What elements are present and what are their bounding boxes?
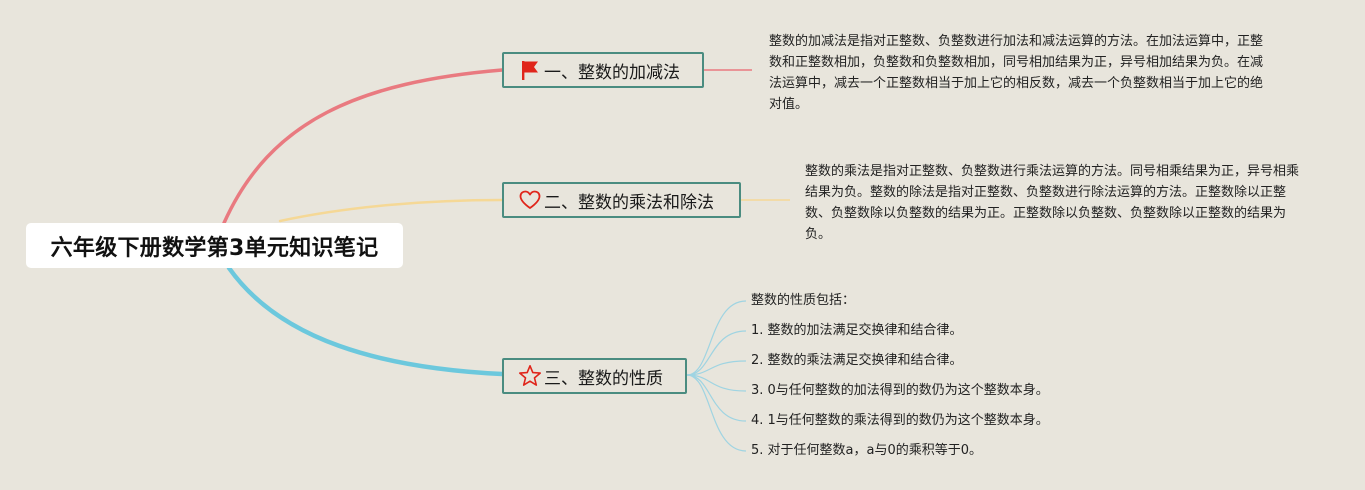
branch-addition-subtraction[interactable]: 一、整数的加减法 — [502, 52, 704, 88]
property-connectors — [686, 300, 747, 452]
property-item: 4. 1与任何整数的乘法得到的数仍为这个整数本身。 — [751, 413, 1049, 428]
property-connector — [686, 330, 747, 376]
branch-connector-3 — [226, 265, 505, 377]
branch-label: 二、整数的乘法和除法 — [544, 192, 714, 213]
branch-connector-2 — [278, 198, 504, 223]
branch-integer-properties[interactable]: 三、整数的性质 — [502, 358, 687, 394]
property-connector — [686, 300, 747, 376]
property-connector — [686, 374, 747, 452]
property-item: 2. 整数的乘法满足交换律和结合律。 — [751, 353, 963, 368]
branch-label: 一、整数的加减法 — [544, 62, 680, 83]
flag-icon — [518, 58, 542, 82]
property-item: 5. 对于任何整数a，a与0的乘积等于0。 — [751, 443, 983, 458]
branch-connector-1 — [222, 68, 504, 225]
property-connector — [686, 374, 747, 422]
star-icon — [518, 364, 542, 388]
property-connector — [686, 360, 747, 376]
heart-icon — [518, 188, 542, 212]
note-addition-subtraction: 整数的加减法是指对正整数、负整数进行加法和减法运算的方法。在加法运算中，正整数和… — [769, 34, 1264, 112]
property-item: 1. 整数的加法满足交换律和结合律。 — [751, 323, 963, 338]
branch-label: 三、整数的性质 — [544, 368, 663, 389]
property-item: 整数的性质包括： — [751, 293, 856, 308]
property-connector — [686, 374, 747, 392]
branch-multiplication-division[interactable]: 二、整数的乘法和除法 — [502, 182, 741, 218]
property-item: 3. 0与任何整数的加法得到的数仍为这个整数本身。 — [751, 383, 1049, 398]
root-topic[interactable]: 六年级下册数学第3单元知识笔记 — [26, 223, 403, 268]
note-multiplication-division: 整数的乘法是指对正整数、负整数进行乘法运算的方法。同号相乘结果为正，异号相乘结果… — [805, 164, 1300, 242]
